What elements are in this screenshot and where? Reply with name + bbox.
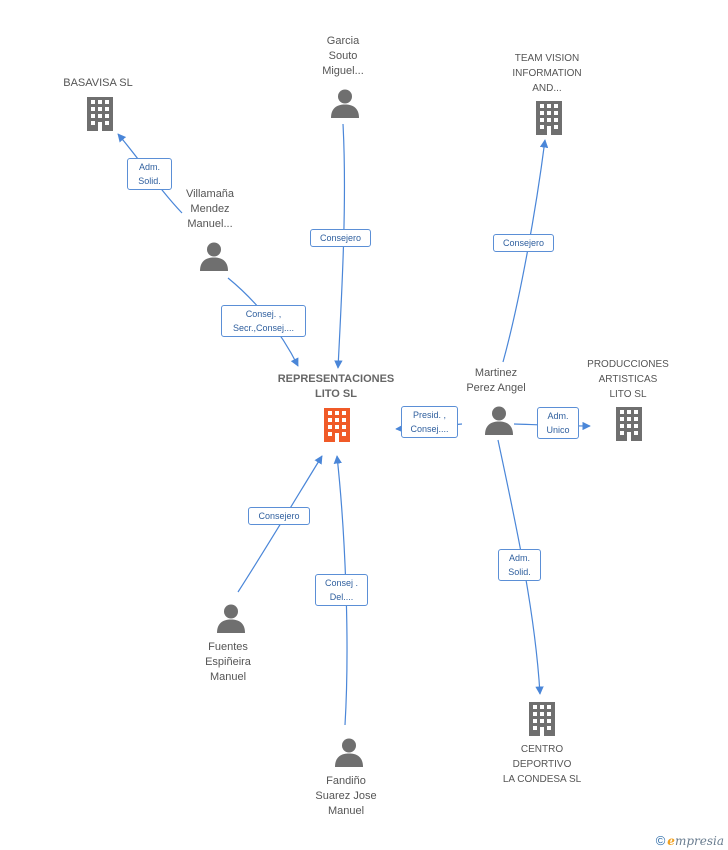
node-representaciones-label[interactable]: REPRESENTACIONES LITO SL — [277, 373, 395, 400]
person-icon[interactable] — [331, 89, 359, 119]
edge-label-presid-martinez: Presid. , Consej.... — [401, 406, 458, 438]
node-fuentes-label[interactable]: Fuentes Espiñeira Manuel — [205, 641, 251, 683]
node-garcia-label[interactable]: Garcia Souto Miguel... — [322, 35, 364, 77]
empresia-logo: ©empresia — [656, 833, 724, 848]
edge-label-consej-villamana: Consej. , Secr.,Consej.... — [221, 305, 306, 337]
node-team-vision-label[interactable]: TEAM VISION INFORMATION AND... — [512, 53, 582, 94]
edge-label-adm-solid-basavisa: Adm. Solid. — [127, 158, 172, 190]
edge-label-consej-fandino: Consej . Del.... — [315, 574, 368, 606]
brand-e: e — [667, 834, 675, 848]
person-icon[interactable] — [335, 738, 363, 768]
building-icon[interactable] — [529, 702, 555, 736]
brand-name: mpresia — [674, 834, 724, 848]
building-icon[interactable] — [324, 408, 350, 442]
person-icon[interactable] — [200, 242, 228, 272]
node-villamana-label[interactable]: Villamaña Mendez Manuel... — [185, 188, 235, 230]
node-centro-label[interactable]: CENTRO DEPORTIVO LA CONDESA SL — [502, 744, 582, 785]
building-icon[interactable] — [87, 97, 113, 131]
edge-label-consejero-fuentes: Consejero — [248, 507, 310, 525]
node-martinez-label[interactable]: Martinez Perez Angel — [466, 367, 526, 394]
edge-label-adm-solid-centro: Adm. Solid. — [498, 549, 541, 581]
building-icon[interactable] — [616, 407, 642, 441]
building-icon[interactable] — [536, 101, 562, 135]
person-icon[interactable] — [217, 604, 245, 634]
edge-label-consejero-garcia: Consejero — [310, 229, 371, 247]
node-fandino-label[interactable]: Fandiño Suarez Jose Manuel — [315, 775, 377, 817]
copyright-symbol: © — [655, 833, 666, 848]
node-basavisa-label[interactable]: BASAVISA SL — [63, 77, 133, 89]
edge-label-adm-unico: Adm. Unico — [537, 407, 579, 439]
person-icon[interactable] — [485, 406, 513, 436]
edge-martinez-team-vision — [502, 139, 549, 363]
edge-label-consejero-team: Consejero — [493, 234, 554, 252]
node-producciones-label[interactable]: PRODUCCIONES ARTISTICAS LITO SL — [587, 359, 669, 400]
